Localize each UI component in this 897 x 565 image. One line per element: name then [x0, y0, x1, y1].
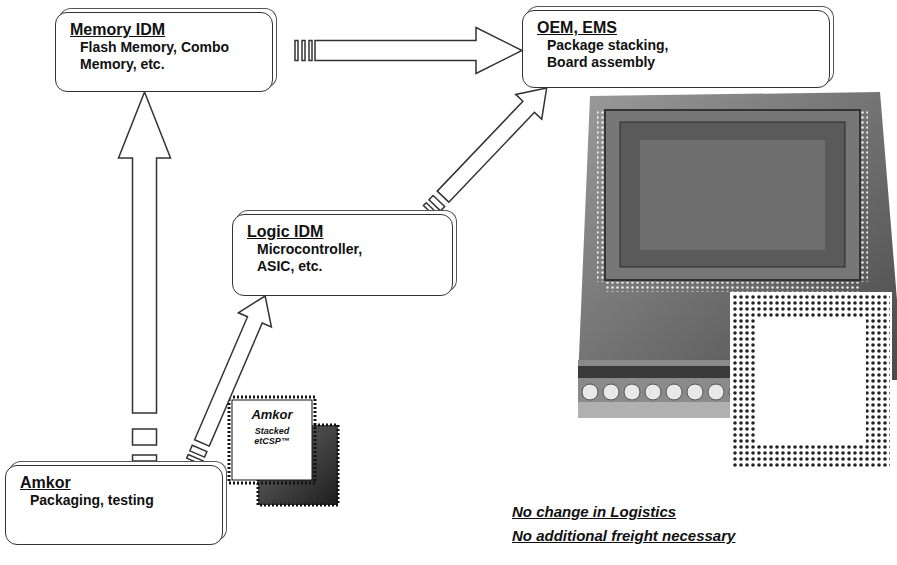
- arrow-tail-stripe: [133, 429, 157, 445]
- side-view-photo: [578, 360, 746, 418]
- ball-array-photo: [730, 292, 892, 470]
- arrow-tail-stripe: [309, 41, 312, 61]
- arrow-tail-stripe: [429, 195, 445, 210]
- note-text: No additional freight necessary: [512, 527, 735, 544]
- box-body: Packaging, testing: [30, 492, 210, 509]
- hollow-arrow: [119, 92, 171, 461]
- box-heading: Memory IDM: [70, 20, 260, 39]
- process-box: AmkorPackaging, testing: [5, 465, 223, 545]
- box-body: Microcontroller, ASIC, etc.: [257, 241, 397, 275]
- arrow-body: [195, 296, 272, 446]
- arrow-body: [119, 92, 171, 413]
- process-box: Logic IDMMicrocontroller, ASIC, etc.: [232, 214, 453, 296]
- process-box: Memory IDMFlash Memory, Combo Memory, et…: [55, 12, 273, 92]
- box-heading: Logic IDM: [247, 222, 440, 241]
- hollow-arrow: [295, 28, 522, 74]
- box-body: Flash Memory, Combo Memory, etc.: [80, 39, 250, 73]
- process-box: OEM, EMSPackage stacking, Board assembly: [522, 10, 830, 88]
- box-heading: OEM, EMS: [537, 18, 817, 37]
- arrow-body: [437, 88, 546, 202]
- package-icon: [229, 397, 338, 505]
- arrow-body: [315, 28, 522, 74]
- box-heading: Amkor: [20, 473, 210, 492]
- arrow-tail-stripe: [190, 445, 207, 457]
- hollow-arrow: [423, 88, 546, 217]
- box-body: Package stacking, Board assembly: [547, 37, 707, 71]
- package-marking: Stacked etCSP™: [236, 426, 308, 447]
- package-marking: Amkor: [236, 408, 308, 423]
- arrow-tail-stripe: [302, 41, 305, 61]
- arrow-tail-stripe: [295, 41, 298, 61]
- note-text: No change in Logistics: [512, 503, 676, 520]
- arrow-tail-stripe: [133, 455, 157, 461]
